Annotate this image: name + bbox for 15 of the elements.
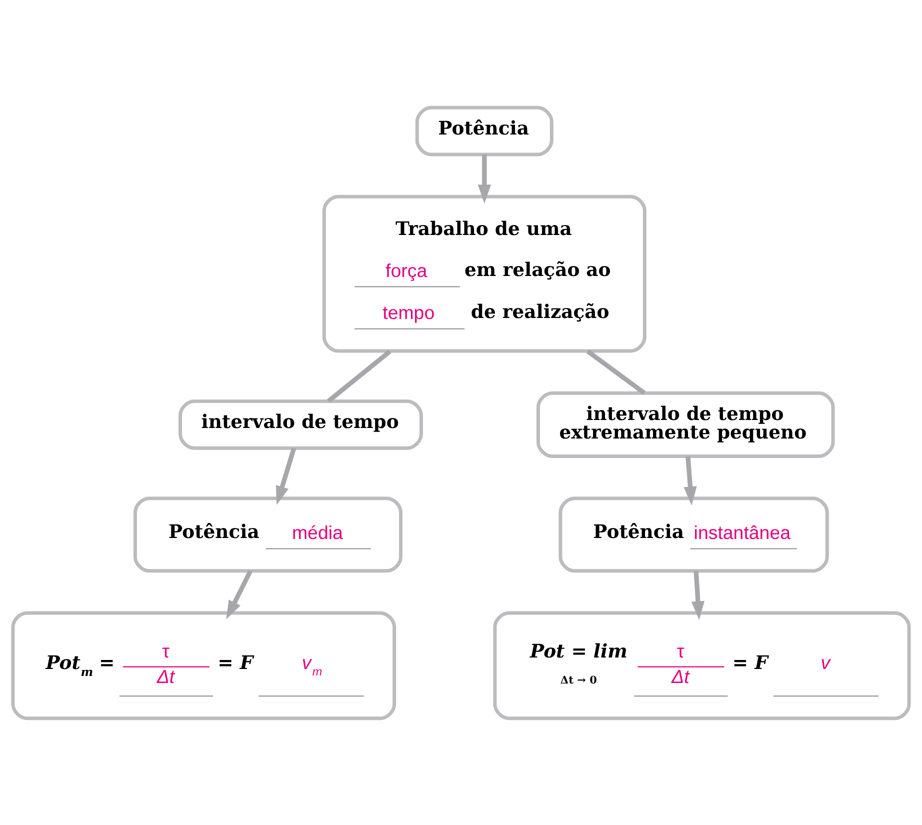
arrow xyxy=(684,456,697,505)
arrow xyxy=(226,569,252,619)
arrow xyxy=(478,154,491,203)
node-box: Potência média xyxy=(133,496,402,572)
connector xyxy=(326,349,392,402)
arrow xyxy=(276,446,296,504)
node-box: Potência xyxy=(415,105,554,156)
node-box: Pot = lim Δt → 0 τ Δt = F v xyxy=(493,610,911,720)
node-box: Potência instantânea xyxy=(558,496,829,572)
node-box: intervalo de tempo extremamente pequeno xyxy=(536,390,835,458)
node-box: Trabalho de uma força em relação ao tempo de realização xyxy=(322,194,646,352)
arrow xyxy=(691,570,705,620)
node-box: Pot$_{m}$ = τ Δt = F v$_{m}$ xyxy=(11,610,396,720)
node-box: intervalo de tempo xyxy=(178,399,423,450)
connector xyxy=(586,348,646,394)
